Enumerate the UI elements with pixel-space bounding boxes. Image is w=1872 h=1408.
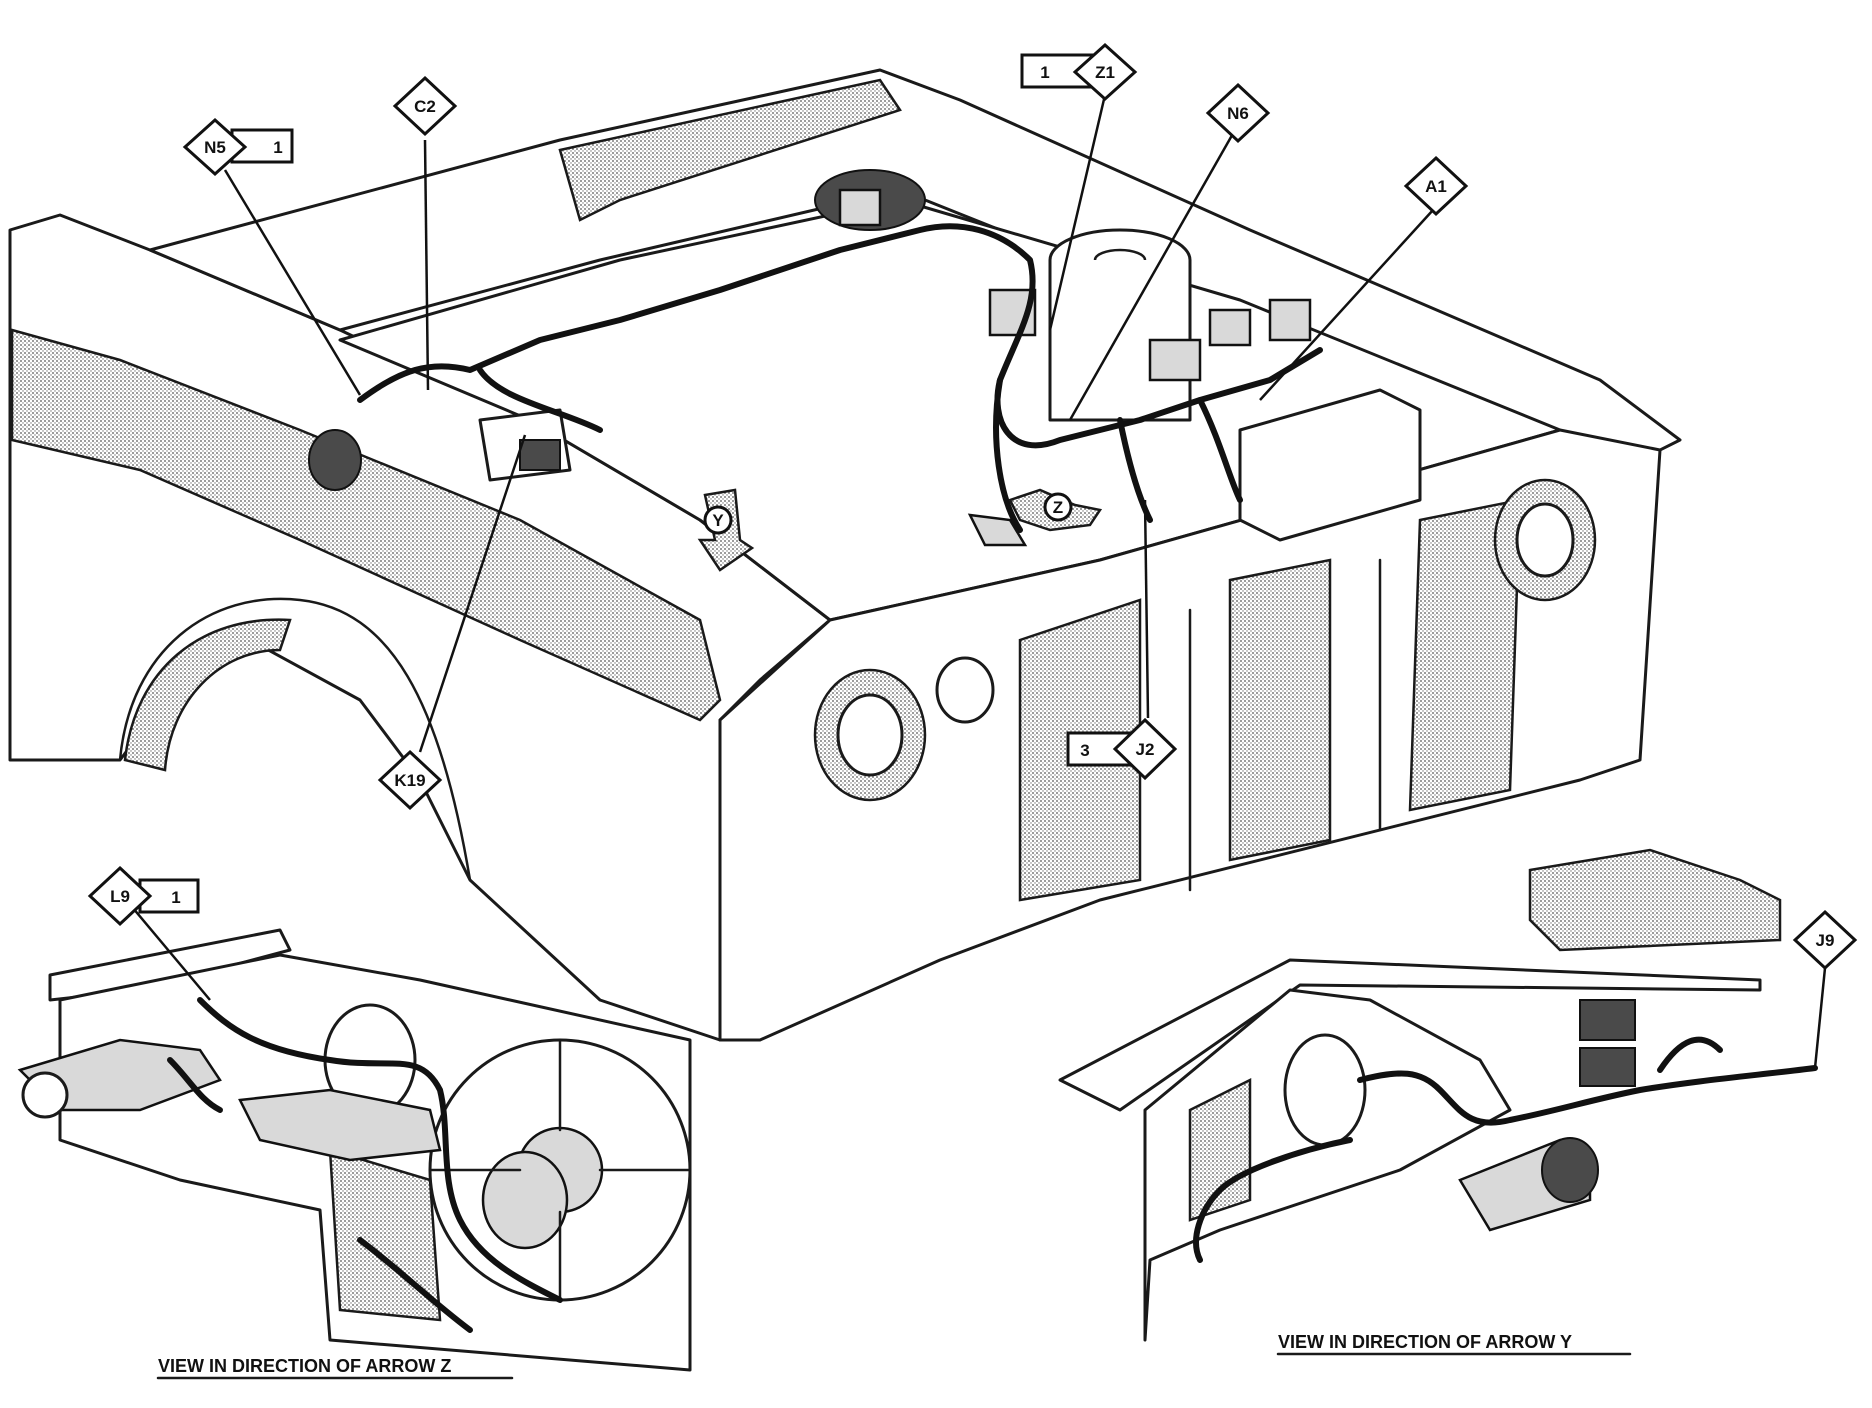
callout-j2-qty: 3: [1080, 741, 1089, 760]
front-panel-shading-2: [1228, 558, 1332, 862]
right-headlamp-lens: [1515, 502, 1575, 578]
view-y-headlamp-bucket: [1283, 1033, 1367, 1147]
callout-l9-qty: 1: [171, 888, 180, 907]
leader-l9: [121, 894, 211, 1001]
caption-view-z: VIEW IN DIRECTION OF ARROW Z: [158, 1356, 451, 1376]
arrow-y-label: Y: [712, 511, 724, 530]
main-harness: [357, 223, 1323, 449]
left-headlamp-lens: [836, 693, 904, 777]
view-y-relay: [1579, 999, 1636, 1041]
arrow-z-marker: Z: [1008, 488, 1103, 532]
view-z-harness: [197, 997, 563, 1303]
caption-view-y: VIEW IN DIRECTION OF ARROW Y: [1278, 1332, 1572, 1352]
callout-n5-code: N5: [204, 138, 226, 157]
horn: [308, 429, 362, 491]
relay-block: [1268, 298, 1312, 342]
wheel-arch: [118, 597, 472, 882]
callout-k19-code: K19: [394, 771, 425, 790]
view-y-panel-shading: [1188, 1077, 1252, 1222]
fender-shading: [10, 328, 722, 722]
air-cleaner-housing: [1528, 848, 1782, 952]
callout-k19: K19: [377, 749, 443, 811]
callout-c2: C2: [392, 75, 458, 137]
view-y-harness: [1357, 1065, 1818, 1126]
wheel-arch-inner: [123, 618, 292, 772]
callout-j9-code: J9: [1816, 931, 1835, 950]
callout-j2: 3 J2: [1066, 717, 1178, 781]
detail-view-arrow-y: J9 VIEW IN DIRECTION OF ARROW Y: [1058, 848, 1858, 1356]
battery: [1238, 388, 1422, 542]
harness-branch: [993, 377, 1023, 533]
callout-n5-qty: 1: [273, 138, 282, 157]
arrow-y-marker: Y: [697, 488, 755, 572]
callout-j2-code: J2: [1136, 740, 1155, 759]
harness-branch: [1197, 397, 1243, 503]
callout-a1-code: A1: [1425, 177, 1447, 196]
callout-z1-qty: 1: [1040, 63, 1049, 82]
arrow-z-label: Z: [1053, 498, 1063, 517]
view-y-horn-face: [1541, 1137, 1599, 1203]
view-y-relay: [1579, 1047, 1636, 1087]
relay-block: [1208, 308, 1252, 347]
callout-c2-code: C2: [414, 97, 436, 116]
callout-z1-code: Z1: [1095, 63, 1115, 82]
detail-view-arrow-z: 1 L9 VIEW IN DIRECTION OF ARROW Z: [17, 865, 692, 1380]
washer-pump: [519, 439, 561, 471]
callout-n5: 1 N5: [182, 117, 294, 177]
view-y-harness-branch: [1193, 1137, 1353, 1263]
callout-n6-code: N6: [1227, 104, 1249, 123]
callout-z1: 1 Z1: [1020, 42, 1138, 102]
mounting-bracket: [238, 1088, 442, 1162]
callout-n6: N6: [1205, 82, 1271, 144]
parking-lamp-opening: [935, 656, 995, 724]
callout-j9: J9: [1792, 909, 1858, 971]
cowl-shading: [558, 78, 902, 222]
sensor-connector: [967, 513, 1028, 547]
wiper-motor-connector: [838, 188, 882, 227]
view-z-harness-branch: [167, 1057, 223, 1113]
harness-branch: [1117, 417, 1153, 523]
front-panel-shading-3: [1408, 498, 1522, 812]
relay-block: [1148, 338, 1202, 382]
callout-l9-code: L9: [110, 887, 130, 906]
view-y-fender-lip: [1058, 958, 1762, 1112]
callout-a1: A1: [1403, 155, 1469, 217]
view-z-harness-branch: [357, 1237, 473, 1333]
leader-lines: [223, 94, 1434, 753]
callout-l9: 1 L9: [87, 865, 200, 927]
harness-branch: [477, 367, 603, 433]
leader-j9: [1813, 967, 1827, 1069]
fan-motor: [481, 1150, 569, 1250]
view-y-harness-branch: [1657, 1036, 1723, 1073]
view-z-shading: [328, 1148, 442, 1322]
duct-opening: [21, 1071, 69, 1119]
